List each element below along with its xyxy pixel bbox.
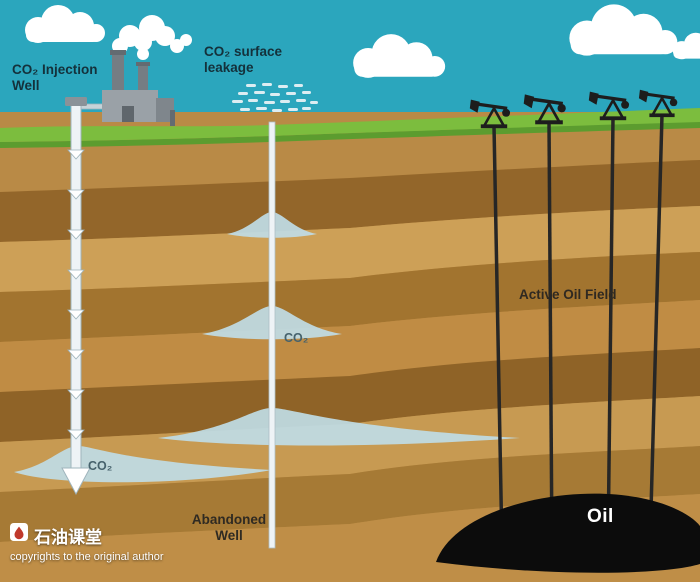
factory-icon <box>102 50 175 126</box>
watermark-copyright: copyrights to the original author <box>10 551 164 563</box>
factory-pipe <box>170 110 175 126</box>
earth-layer <box>0 300 700 392</box>
co2-plume-lower <box>158 408 520 446</box>
factory-door <box>122 106 134 122</box>
oil-well-line <box>492 125 504 549</box>
injection-well <box>61 97 105 496</box>
smoke-puffs <box>112 15 192 60</box>
pipe-flow-markers <box>67 149 85 440</box>
co2-flow-arrow-icon <box>61 467 91 496</box>
grass-shade <box>0 121 700 148</box>
chimney-cap <box>136 62 150 66</box>
chimney <box>138 64 148 94</box>
chimney-cap <box>110 50 126 55</box>
watermark: 石油课堂 copyrights to the original author <box>10 523 163 563</box>
earth-layer <box>0 206 700 292</box>
earth-layer <box>0 446 700 542</box>
leakage-dashes <box>232 83 318 112</box>
oil-well-line <box>648 114 664 547</box>
wellhead <box>65 97 87 106</box>
factory-annex <box>156 98 174 122</box>
earth-layer <box>0 252 700 342</box>
watermark-logo-icon <box>10 523 28 545</box>
oil-reservoir <box>436 493 700 573</box>
earth-layer <box>0 348 700 442</box>
abandoned-well-pipe <box>268 121 276 549</box>
chimney <box>112 52 124 94</box>
watermark-brand: 石油课堂 <box>34 528 102 547</box>
grass-surface <box>0 108 700 142</box>
oil-well-lines <box>492 114 664 553</box>
oil-well-line <box>547 121 554 553</box>
earth-layer <box>0 160 700 242</box>
